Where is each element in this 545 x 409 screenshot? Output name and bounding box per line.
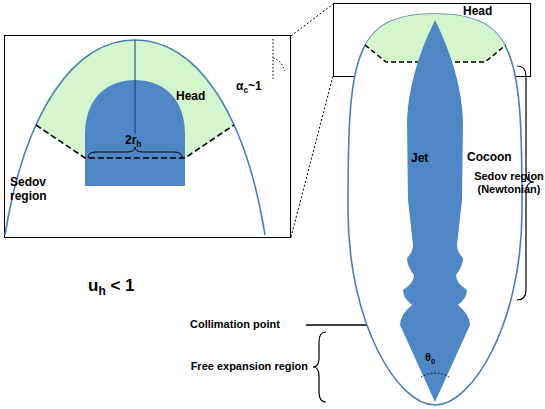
angle-arc: [273, 58, 285, 71]
subscript: h: [98, 284, 105, 298]
head-shape: [36, 40, 234, 158]
subscript: 0: [431, 357, 435, 366]
cocoon-outline: [348, 14, 522, 405]
angle-label: αc~1: [236, 80, 262, 96]
node-label: Head: [463, 5, 492, 19]
region-label: Sedov region: [10, 176, 62, 204]
angle-label: θ0: [425, 351, 435, 367]
jet-shape: Jet: [398, 18, 472, 403]
condition-label: uh < 1: [88, 276, 135, 299]
inset-cocoon-outline: [5, 40, 265, 235]
region-label: Free expansion region: [150, 360, 308, 373]
angle-reference-line: [273, 39, 274, 80]
dimension-label: 2rh: [125, 134, 141, 150]
node-label: Head: [176, 90, 205, 104]
zoom-leader-line: [291, 4, 333, 36]
subscript: h: [136, 139, 141, 149]
inset-frame: [5, 36, 291, 238]
region-bracket: [313, 332, 326, 402]
cocoon-ellipse: CocoonHeadJet: [348, 14, 523, 406]
subscript: c: [243, 85, 248, 95]
callout-label: Collimation point: [190, 318, 280, 331]
node-label: Jet: [411, 152, 428, 166]
node-shape: [398, 18, 472, 403]
node-label: Cocoon: [467, 151, 512, 165]
region-label: Sedov region (Newtonian): [474, 170, 544, 195]
zoom-leader-line: [291, 76, 333, 237]
jet-outline: [400, 20, 470, 402]
